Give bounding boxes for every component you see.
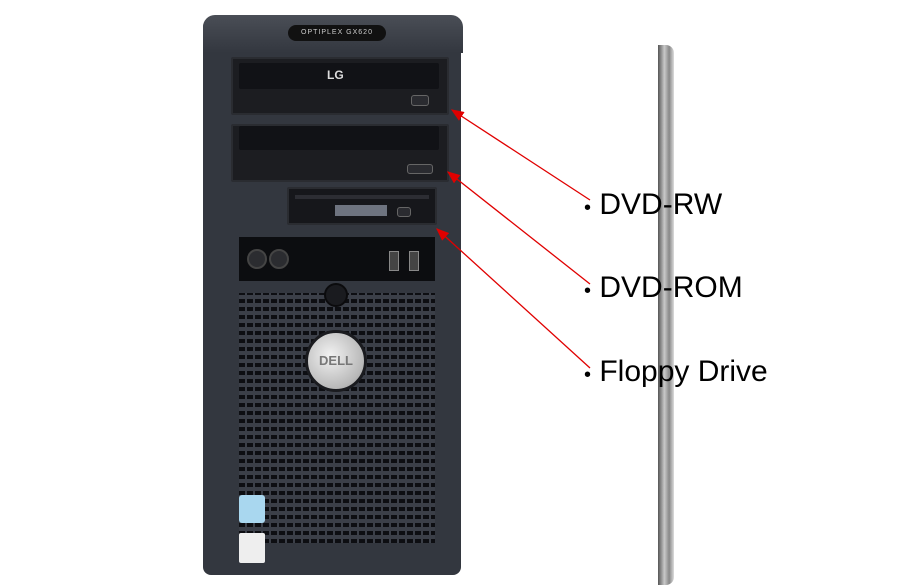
label-text: DVD-RW [599, 188, 723, 221]
floppy-slot [295, 195, 429, 199]
dvd-rw-drive: LG [231, 57, 449, 115]
arrow-dvd-rom [446, 171, 591, 285]
dvd-rom-drive [231, 124, 449, 182]
label-text: DVD-ROM [599, 271, 743, 304]
dvd-rw-eject-button[interactable] [411, 95, 429, 106]
label-dvd-rw: • DVD-RW [584, 188, 722, 222]
power-button[interactable] [324, 283, 348, 307]
label-text: Floppy Drive [599, 355, 768, 388]
bullet: • [584, 280, 592, 302]
windows-sticker [239, 533, 265, 563]
microphone-jack[interactable] [247, 249, 267, 269]
bullet: • [584, 364, 592, 386]
arrow-floppy [436, 228, 591, 369]
dvd-rw-tray: LG [239, 63, 439, 89]
floppy-door [335, 205, 387, 216]
floppy-drive [287, 187, 437, 225]
computer-tower: OPTIPLEX GX620 LG DELL [203, 15, 674, 585]
intel-sticker [239, 495, 265, 523]
bullet: • [584, 197, 592, 219]
label-dvd-rom: • DVD-ROM [584, 271, 743, 305]
front-io-panel [239, 237, 435, 281]
label-floppy-drive: • Floppy Drive [584, 355, 768, 389]
model-badge: OPTIPLEX GX620 [288, 25, 386, 41]
floppy-eject-button[interactable] [397, 207, 411, 217]
dvd-rom-eject-button[interactable] [407, 164, 433, 174]
usb-port[interactable] [389, 251, 399, 271]
usb-port[interactable] [409, 251, 419, 271]
dell-logo: DELL [305, 330, 367, 392]
lg-logo: LG [327, 68, 344, 82]
tower-side-panel [658, 45, 674, 585]
arrow-dvd-rw [450, 109, 591, 201]
dvd-rom-tray [239, 126, 439, 150]
tower-top: OPTIPLEX GX620 [203, 15, 463, 53]
headphone-jack[interactable] [269, 249, 289, 269]
